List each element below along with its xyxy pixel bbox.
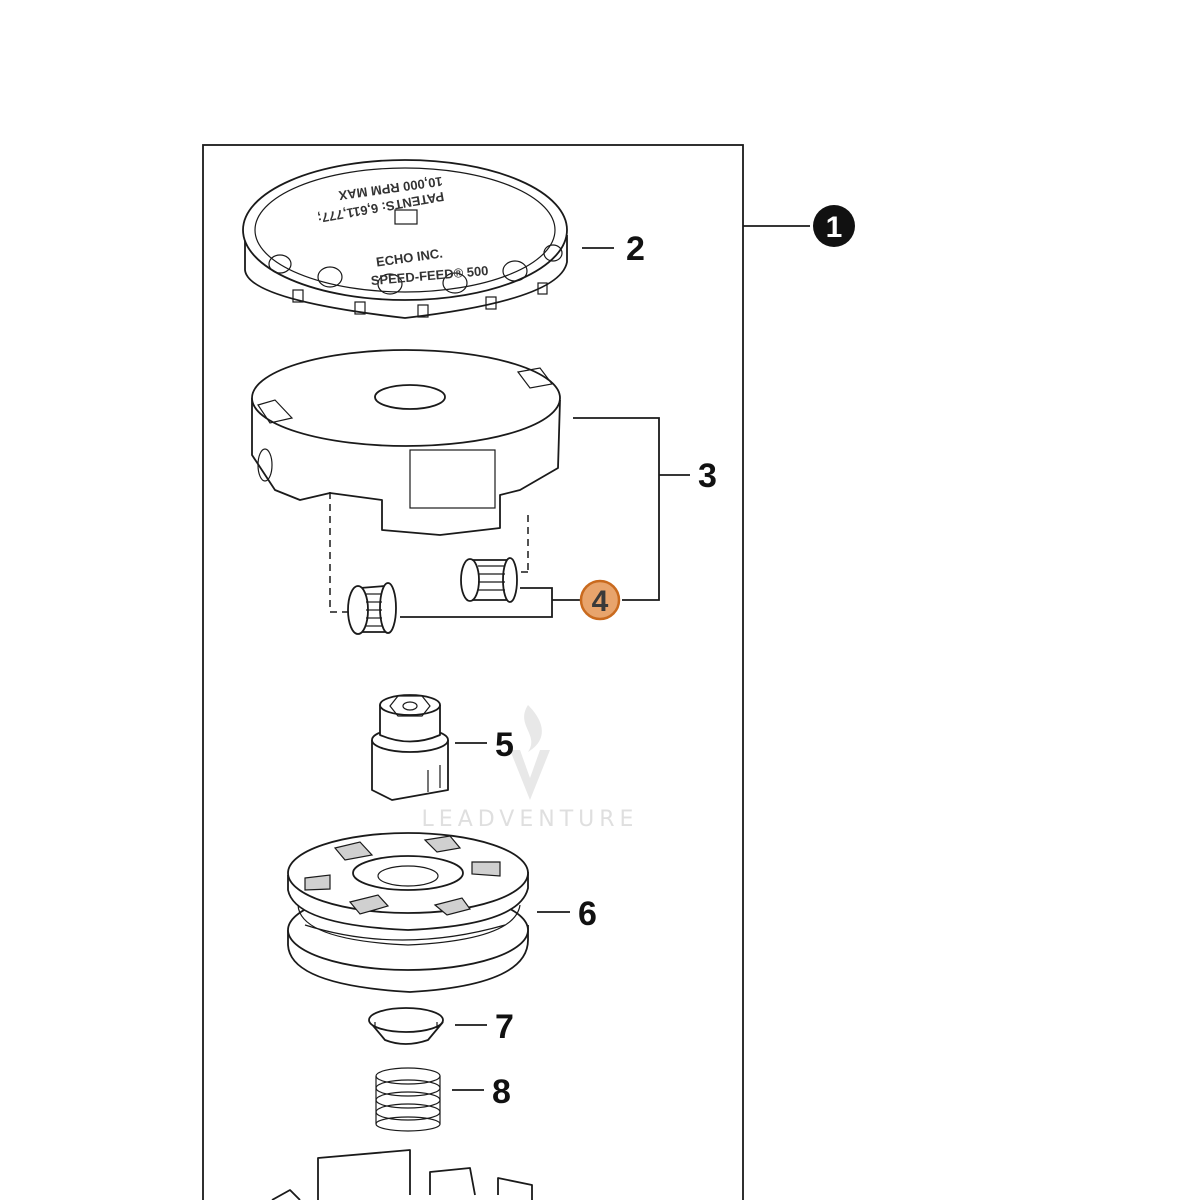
partial-housing-left	[317, 1149, 411, 1200]
part-4-eyelet-rear[interactable]	[460, 557, 518, 603]
part-2-cover[interactable]: ECHO INC. SPEED-FEED® 500 10,000 RPM MAX…	[242, 159, 568, 319]
watermark-text: LEADVENTURE	[422, 807, 639, 832]
spring-coil-3	[375, 1091, 441, 1109]
spool-center-hole	[377, 865, 439, 887]
housing-center-hole	[374, 384, 446, 410]
spring-coil-5	[375, 1116, 441, 1132]
housing-left-notch	[257, 399, 294, 424]
eyelet-front-knurl	[366, 593, 382, 627]
cover-tabs	[292, 282, 548, 318]
part-6-spool[interactable]	[287, 832, 529, 993]
callout-4: 4	[592, 585, 609, 618]
housing-right-notch	[516, 367, 554, 389]
cover-top-inner-ring	[254, 167, 556, 293]
part-5-adapter[interactable]	[371, 694, 449, 801]
adapter-nut	[389, 695, 431, 717]
part-9-partial-housing	[271, 1149, 533, 1200]
callout-4-circle	[579, 579, 621, 621]
callout-4-highlight[interactable]: 4	[579, 579, 621, 621]
eyelet-rear-knurl	[478, 565, 505, 591]
watermark-logo	[510, 750, 550, 800]
callout-7[interactable]: 7	[495, 1008, 514, 1046]
eyelet-rear-face	[460, 558, 480, 602]
eyelet-rear-flange	[502, 557, 518, 603]
spool-line-wrap	[304, 924, 506, 941]
callout-3[interactable]: 3	[698, 457, 717, 495]
part-4-eyelet-front[interactable]	[347, 582, 397, 635]
callout-6[interactable]: 6	[578, 895, 597, 933]
install-line-left	[329, 492, 350, 613]
assembly-badge-number: 1	[826, 211, 843, 244]
partial-housing-right	[497, 1177, 533, 1200]
cap-top	[368, 1007, 444, 1033]
adapter-bore	[402, 701, 418, 711]
watermark-flame	[524, 705, 542, 752]
partial-housing-edge	[271, 1189, 301, 1200]
callout-2[interactable]: 2	[626, 230, 645, 268]
partial-housing-tab	[429, 1167, 476, 1196]
cover-center-slot	[394, 209, 418, 225]
housing-eyelet-window	[409, 449, 496, 509]
watermark: LEADVENTURE	[422, 705, 639, 832]
spring-coil-2	[375, 1079, 441, 1097]
eyelet-front-flange	[379, 582, 397, 634]
spool-hub-line	[297, 904, 521, 946]
spool-vanes	[304, 835, 501, 916]
assembly-frame	[202, 144, 744, 1200]
callout-5[interactable]: 5	[495, 726, 514, 764]
bracket-line-4	[400, 587, 553, 618]
eyelet-front-face	[347, 585, 369, 635]
spring-coil-1	[375, 1067, 441, 1085]
part-7-cap[interactable]	[368, 1007, 444, 1045]
adapter-lower-body	[371, 740, 449, 801]
cover-windows	[268, 244, 563, 295]
spool-center-ring	[352, 855, 464, 891]
part-3-housing[interactable]	[251, 349, 561, 536]
housing-side-hole	[257, 448, 273, 482]
callout-8[interactable]: 8	[492, 1073, 511, 1111]
assembly-badge-circle	[813, 205, 855, 247]
cover-top	[242, 159, 568, 301]
assembly-badge[interactable]: 1	[813, 205, 855, 247]
adapter-top	[379, 694, 441, 716]
bracket-line-3	[573, 417, 660, 601]
adapter-slots	[427, 765, 441, 792]
part-8-spring[interactable]	[375, 1067, 441, 1132]
cap-edge	[374, 1022, 438, 1028]
